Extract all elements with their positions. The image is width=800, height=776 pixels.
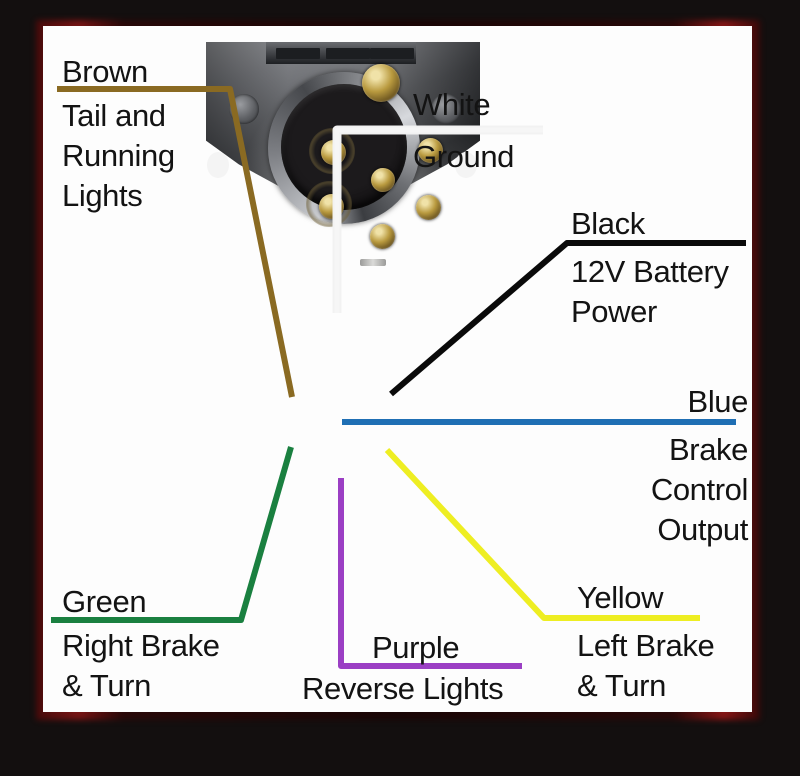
- label-green-name: Green: [62, 584, 147, 619]
- wire-purple: [338, 478, 522, 669]
- label-blue-line1: Brake: [669, 432, 748, 467]
- label-purple-line1: Reverse Lights: [302, 671, 504, 706]
- label-blue-line2: Control: [650, 472, 749, 507]
- label-black-line1: 12V Battery: [571, 254, 729, 289]
- pin-white-ground: [362, 64, 400, 102]
- label-brown-line3: Lights: [62, 178, 143, 213]
- label-yellow-line2: & Turn: [577, 668, 666, 703]
- label-blue-line3: Output: [657, 512, 748, 547]
- label-brown-line1: Tail and: [62, 98, 166, 133]
- bracket-tab-left: [276, 48, 320, 59]
- wire-black: [389, 240, 746, 397]
- label-green-line2: & Turn: [62, 668, 151, 703]
- pin-black-battery: [418, 138, 443, 163]
- pin-yellow-left-turn: [416, 195, 441, 220]
- bracket-tab-mid: [326, 48, 370, 59]
- wire-yellow: [384, 447, 700, 621]
- connector-keyway: [360, 259, 386, 266]
- bracket-hole-left: [207, 152, 229, 178]
- label-green-line1: Right Brake: [62, 628, 220, 663]
- label-black-line2: Power: [571, 294, 657, 329]
- wire-brown: [57, 86, 295, 398]
- label-blue-name: Blue: [687, 384, 749, 419]
- label-brown-line2: Running: [62, 138, 175, 173]
- bracket-screw-right: [431, 94, 461, 124]
- label-black-name: Black: [571, 206, 645, 241]
- label-yellow-line1: Left Brake: [577, 628, 715, 663]
- wire-white-core: [334, 127, 543, 313]
- label-yellow-name: Yellow: [577, 580, 664, 615]
- label-purple-name: Purple: [372, 630, 460, 665]
- pin-blue-brake: [371, 168, 395, 192]
- label-white-name: White: [413, 87, 491, 122]
- pin-purple-reverse: [370, 224, 395, 249]
- wire-overlay: [51, 86, 746, 669]
- bracket-tab-right: [370, 48, 414, 59]
- bracket-hole-right: [455, 152, 477, 178]
- label-brown-name: Brown: [62, 54, 148, 89]
- diagram-card: Brown Tail and Running Lights White Grou…: [43, 26, 752, 712]
- wire-green: [51, 446, 294, 623]
- label-white-line1: Ground: [413, 139, 514, 174]
